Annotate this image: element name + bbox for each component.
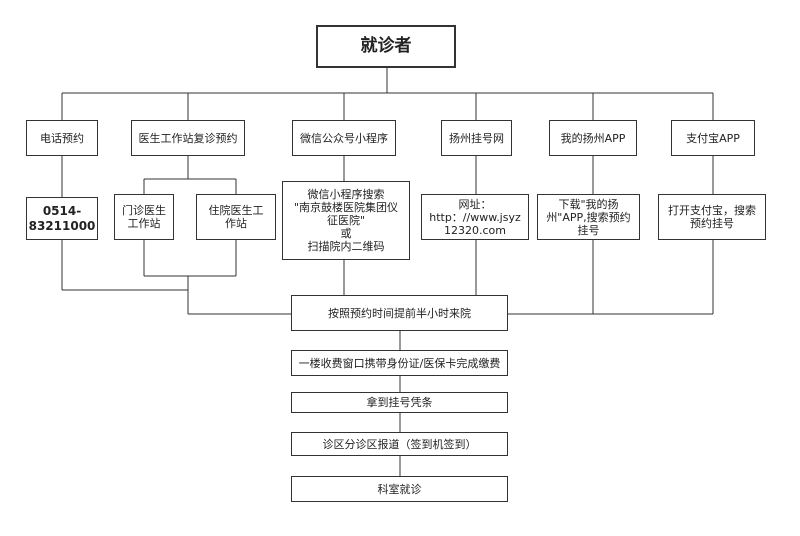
inpatient-station-box: 住院医生工 作站: [196, 194, 276, 240]
step-pay-at-window: 一楼收费窗口携带身份证/医保卡完成缴费: [291, 350, 508, 376]
channel-alipay: 支付宝APP: [671, 120, 755, 156]
patient-title: 就诊者: [316, 25, 456, 68]
channel-my-yangzhou-app: 我的扬州APP: [549, 120, 637, 156]
web-detail-box: 网址： http：//www.jsyz 12320.com: [421, 194, 529, 240]
outpatient-station-box: 门诊医生 工作站: [114, 194, 174, 240]
alipay-detail-box: 打开支付宝，搜索 预约挂号: [658, 194, 766, 240]
step-arrive-early: 按照预约时间提前半小时来院: [291, 295, 508, 331]
channel-yangzhou-web: 扬州挂号网: [441, 120, 512, 156]
step-check-in: 诊区分诊区报道（签到机签到）: [291, 432, 508, 456]
wechat-detail-box: 微信小程序搜索 "南京鼓楼医院集团仪 征医院" 或 扫描院内二维码: [282, 181, 410, 260]
app-detail-box: 下载"我的扬 州"APP,搜索预约 挂号: [537, 194, 640, 240]
step-consultation: 科室就诊: [291, 476, 508, 502]
phone-number-box: 0514- 83211000: [26, 197, 98, 240]
channel-phone: 电话预约: [26, 120, 98, 156]
step-get-receipt: 拿到挂号凭条: [291, 392, 508, 413]
channel-wechat: 微信公众号小程序: [292, 120, 396, 156]
channel-doctor-station: 医生工作站复诊预约: [131, 120, 245, 156]
